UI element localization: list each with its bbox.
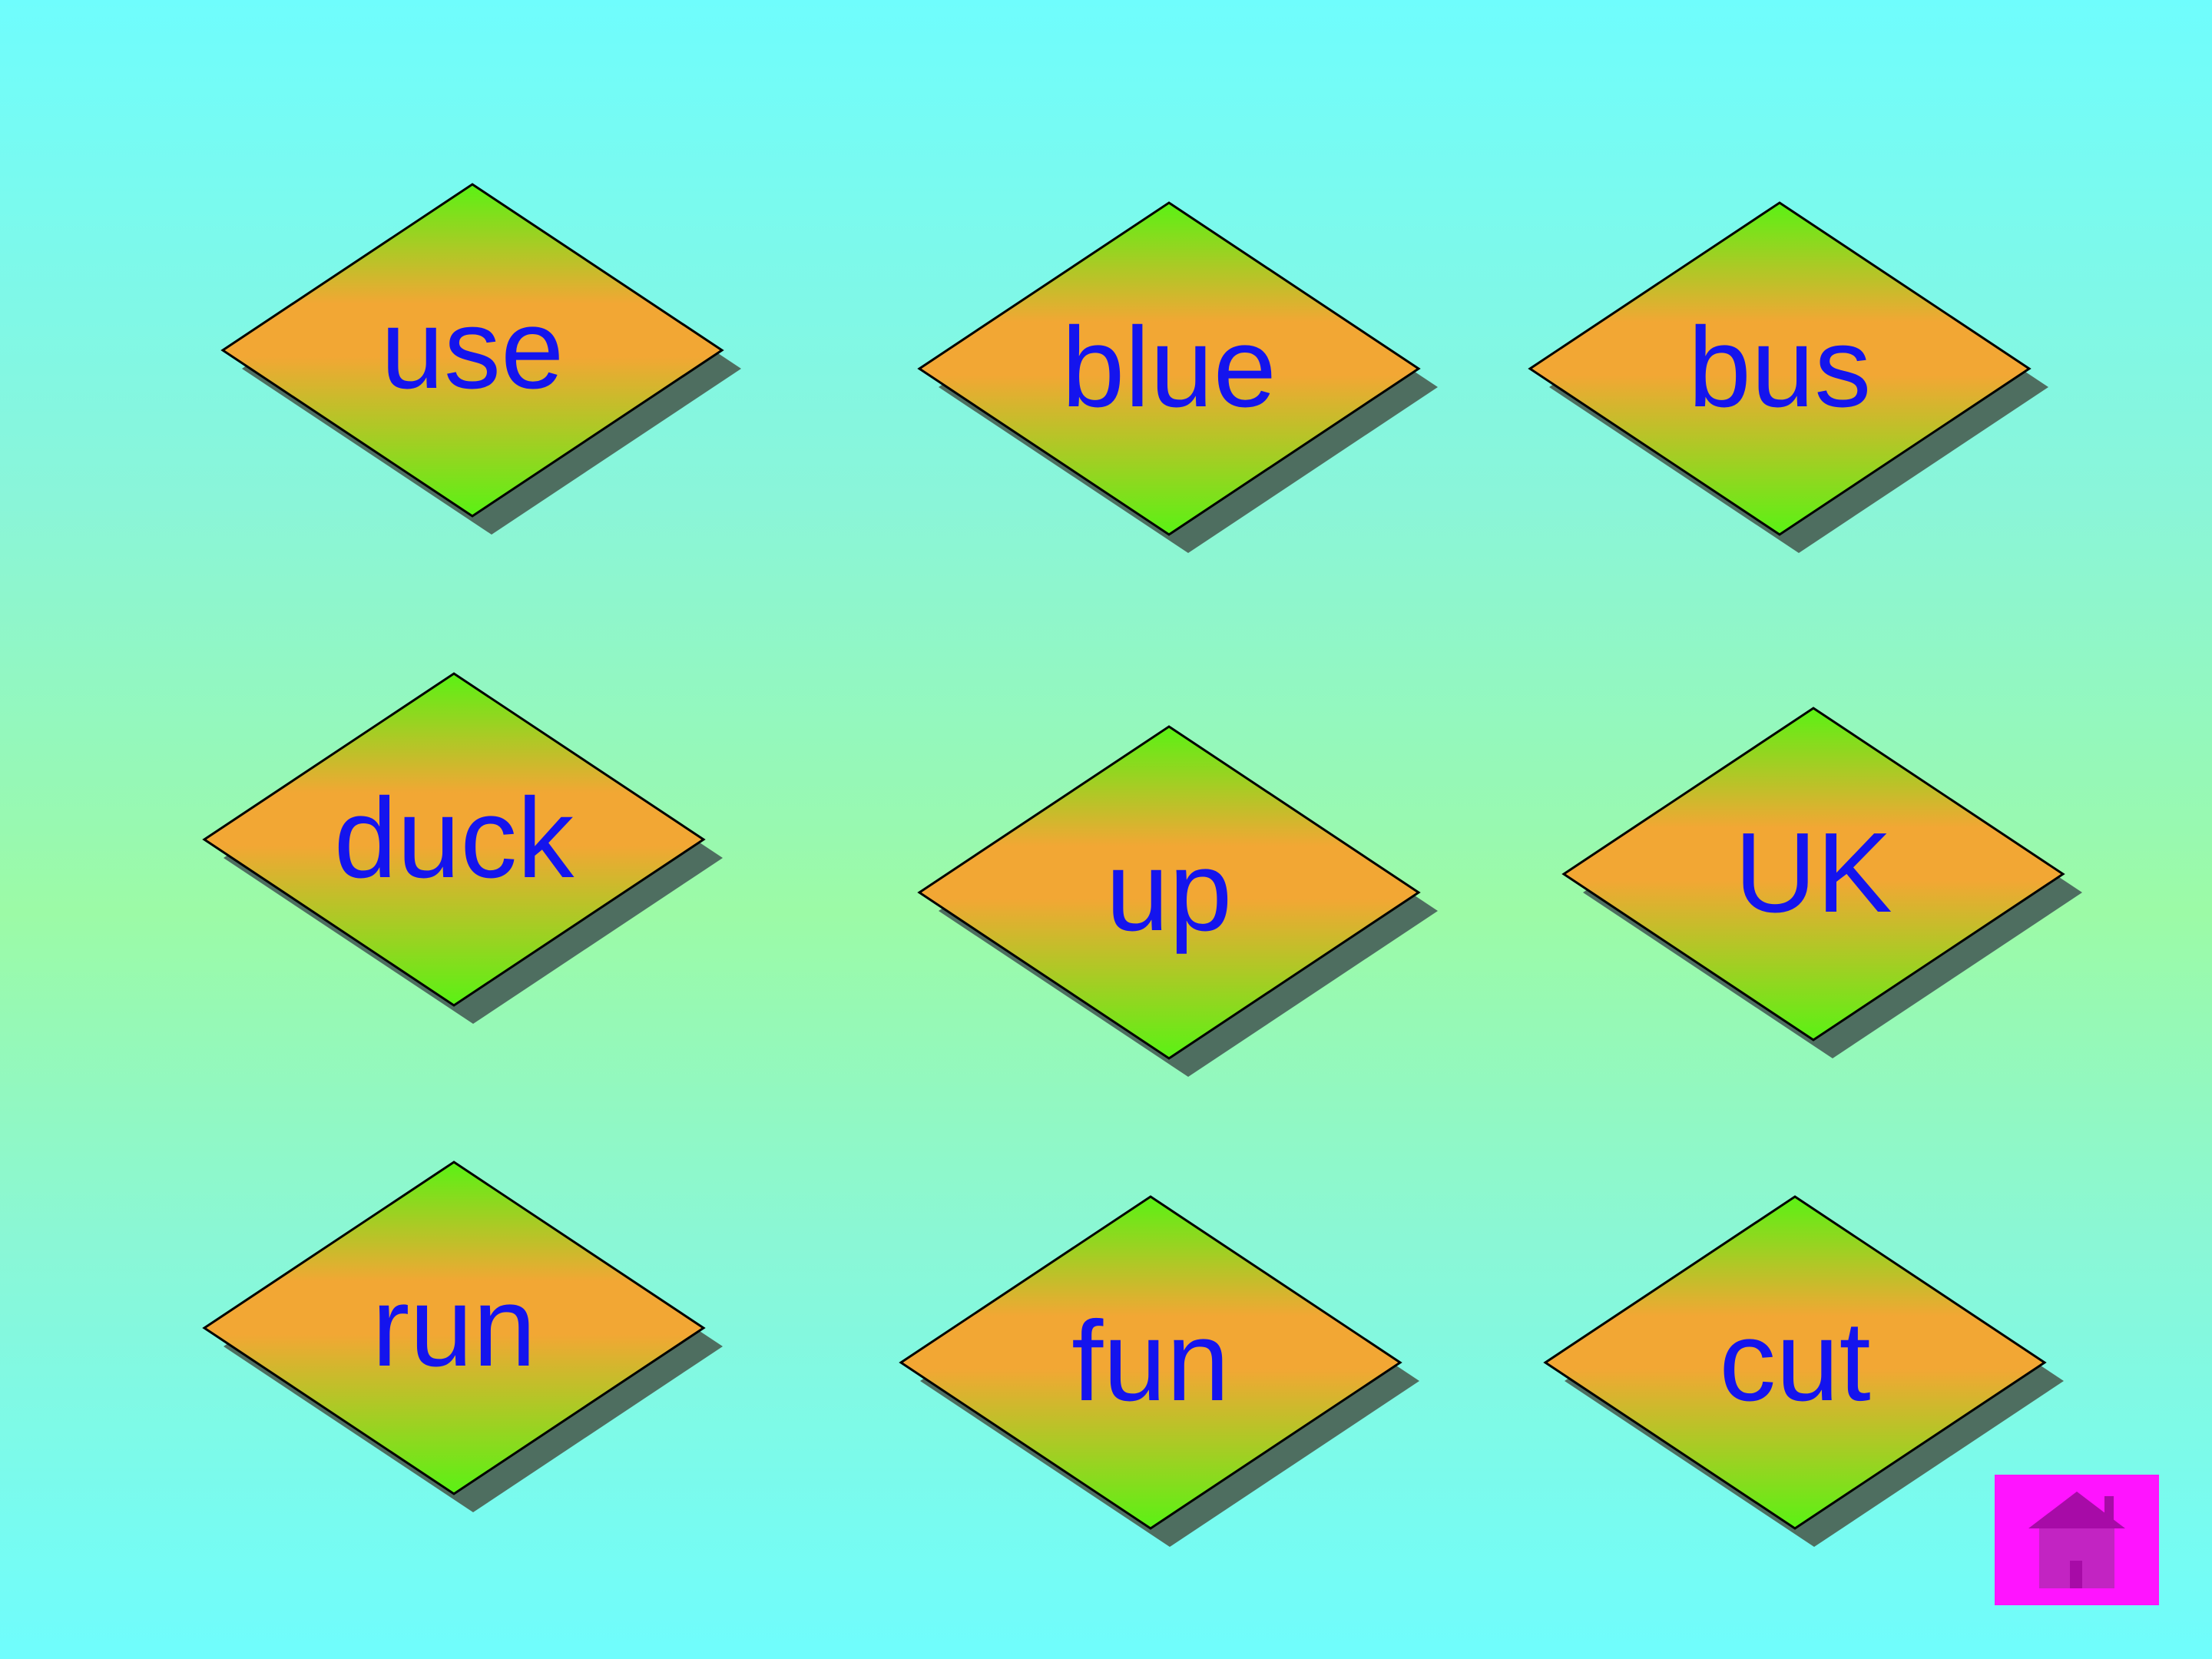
word-card-duck[interactable]: duck — [200, 672, 723, 1027]
word-card-up[interactable]: up — [916, 725, 1438, 1080]
diamond-shape — [917, 201, 1438, 553]
word-card-run[interactable]: run — [200, 1161, 723, 1515]
diamond-shape — [220, 183, 741, 535]
diamond-shape — [202, 672, 723, 1024]
word-card-cut[interactable]: cut — [1541, 1195, 2064, 1550]
diamond-shape — [1528, 201, 2048, 553]
word-card-blue[interactable]: blue — [916, 201, 1438, 556]
word-card-use[interactable]: use — [219, 183, 741, 538]
word-card-fun[interactable]: fun — [897, 1195, 1419, 1550]
home-button[interactable] — [1995, 1475, 2159, 1605]
diamond-shape — [917, 725, 1438, 1077]
diamond-shape — [202, 1161, 723, 1512]
diamond-shape — [1561, 707, 2082, 1058]
word-card-bus[interactable]: bus — [1526, 201, 2048, 556]
word-card-uk[interactable]: UK — [1560, 707, 2082, 1061]
diamond-shape — [899, 1195, 1419, 1547]
house-icon — [2028, 1492, 2125, 1588]
diamond-shape — [1543, 1195, 2064, 1547]
